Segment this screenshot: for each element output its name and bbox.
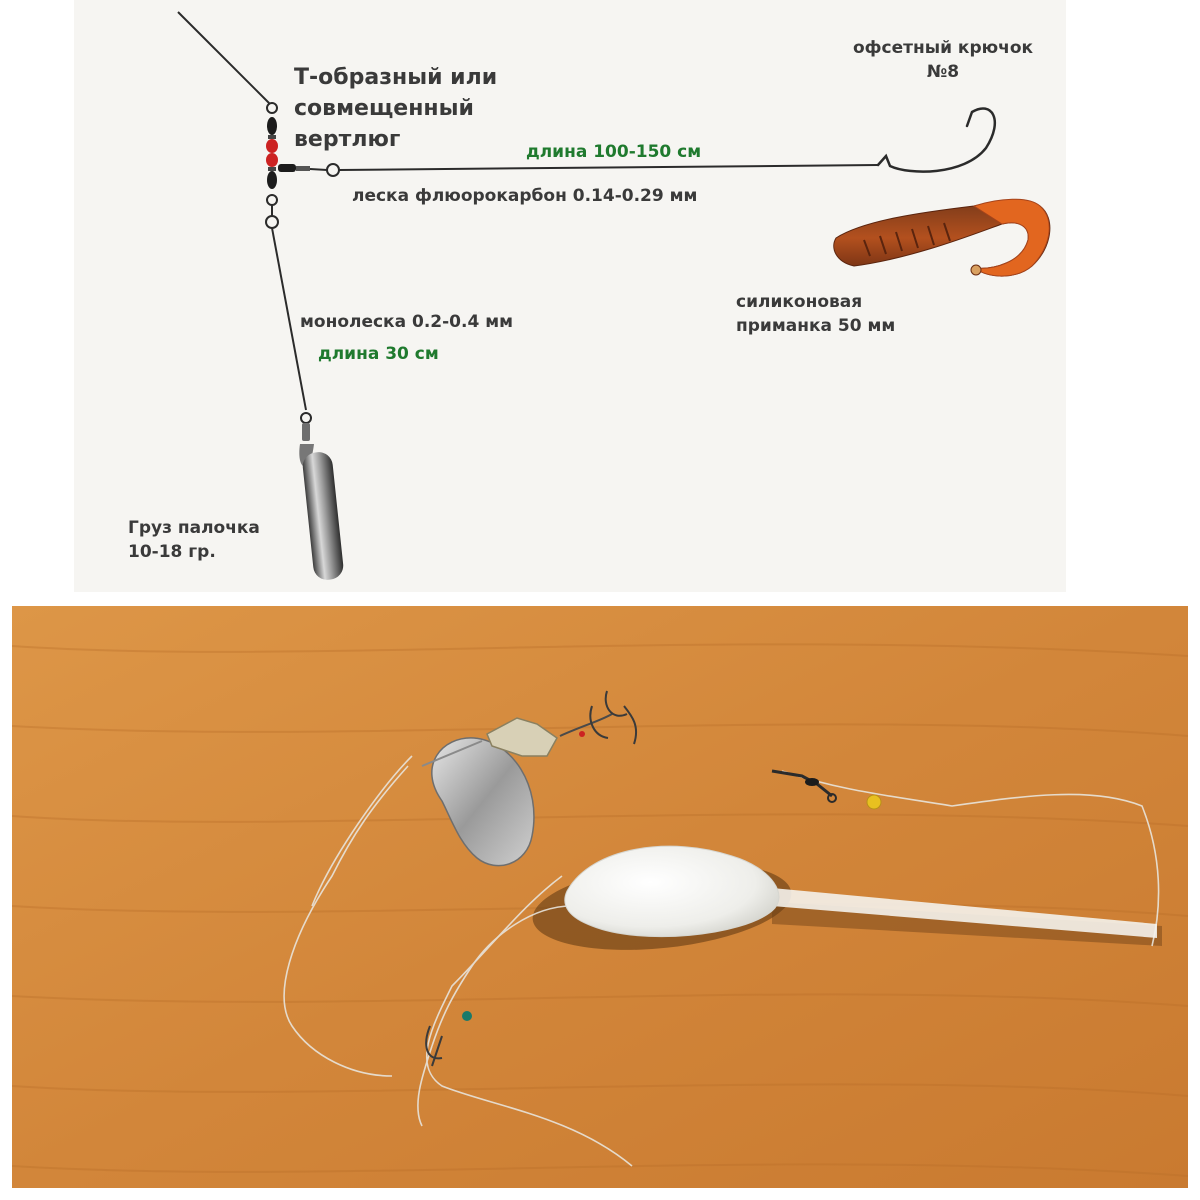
lure-label-line1: силиконовая xyxy=(736,292,863,312)
leader-line-label: леска флюорокарбон 0.14-0.29 мм xyxy=(352,186,698,206)
swivel-label-line3: вертлюг xyxy=(294,127,401,152)
spinner-lure xyxy=(421,690,638,867)
swivel-label-line1: Т-образный или xyxy=(294,65,498,90)
mono-length-label: длина 30 см xyxy=(318,344,439,364)
silicone-lure xyxy=(833,198,1051,277)
leader-length-label: длина 100-150 см xyxy=(526,142,702,162)
hook-label-line2: №8 xyxy=(926,62,960,82)
rig-diagram: Т-образный или совмещенный вертлюг офсет… xyxy=(74,0,1066,592)
weight-label-line1: Груз палочка xyxy=(128,518,260,538)
mono-line xyxy=(271,227,307,411)
stick-sinker xyxy=(299,412,344,580)
hook-label-line1: офсетный крючок xyxy=(852,38,1034,58)
weight-label-line2: 10-18 гр. xyxy=(128,542,216,562)
leader-line xyxy=(338,164,879,171)
float-stem xyxy=(772,888,1157,938)
rig-photo xyxy=(12,606,1188,1188)
mono-line-label: монолеска 0.2-0.4 мм xyxy=(300,312,513,332)
offset-hook xyxy=(876,107,997,173)
main-line-ring xyxy=(266,102,278,114)
lure-label-line2: приманка 50 мм xyxy=(736,316,896,336)
main-line xyxy=(177,11,271,105)
swivel-label-line2: совмещенный xyxy=(294,96,474,121)
photo-swivel xyxy=(771,769,882,810)
float-body xyxy=(564,845,780,938)
photo-bead-hook xyxy=(425,1011,472,1067)
rig-diagram-drawing xyxy=(177,11,1051,580)
rig-photo-drawing xyxy=(12,606,1188,1188)
